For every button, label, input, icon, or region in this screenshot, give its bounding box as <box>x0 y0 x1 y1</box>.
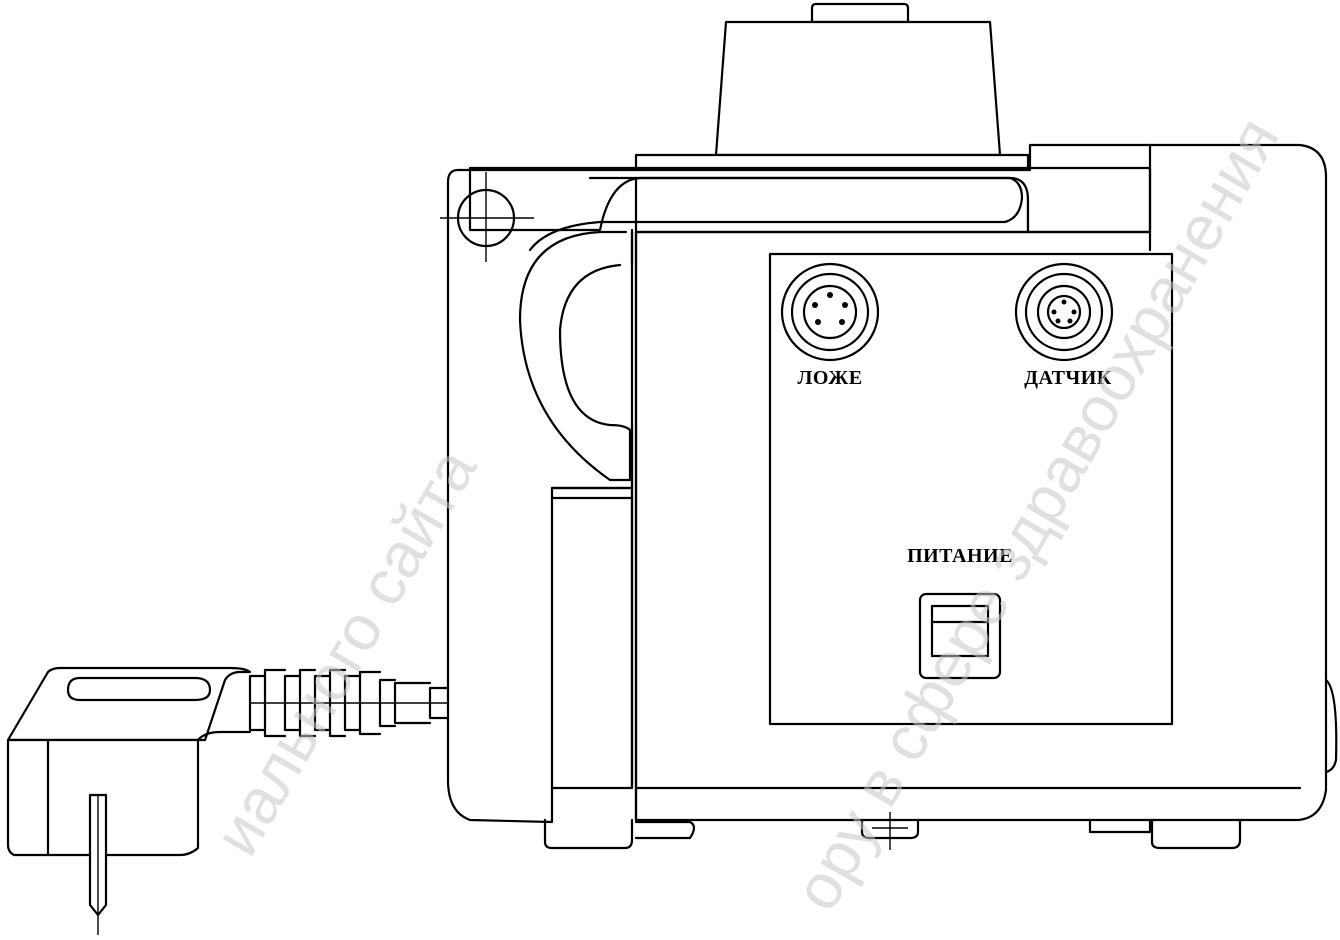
bed-connector[interactable] <box>780 262 880 362</box>
top-cap <box>714 2 1002 157</box>
power-cable <box>248 668 450 738</box>
power-plug <box>6 666 252 935</box>
sensor-connector[interactable] <box>1014 262 1114 362</box>
housing-main-body <box>634 143 1338 850</box>
sensor-connector-label: ДАТЧИК <box>1024 367 1112 389</box>
pin <box>1051 309 1057 315</box>
pin <box>1067 318 1073 324</box>
pin <box>842 302 848 308</box>
pin <box>1071 309 1077 315</box>
housing-left-shell <box>440 143 1152 850</box>
bed-connector-label: ЛОЖЕ <box>797 367 862 389</box>
connector-panel: ЛОЖЕ ДАТЧИК ПИТАНИЕ <box>768 252 1174 726</box>
pin <box>812 302 818 308</box>
power-switch[interactable] <box>918 592 1002 680</box>
power-switch-label: ПИТАНИЕ <box>907 545 1013 567</box>
pin <box>1055 318 1061 324</box>
pin <box>839 319 845 325</box>
pin <box>815 319 821 325</box>
pin <box>1061 299 1067 305</box>
watermark-left: иального сайта <box>200 436 490 867</box>
pin <box>827 292 833 298</box>
